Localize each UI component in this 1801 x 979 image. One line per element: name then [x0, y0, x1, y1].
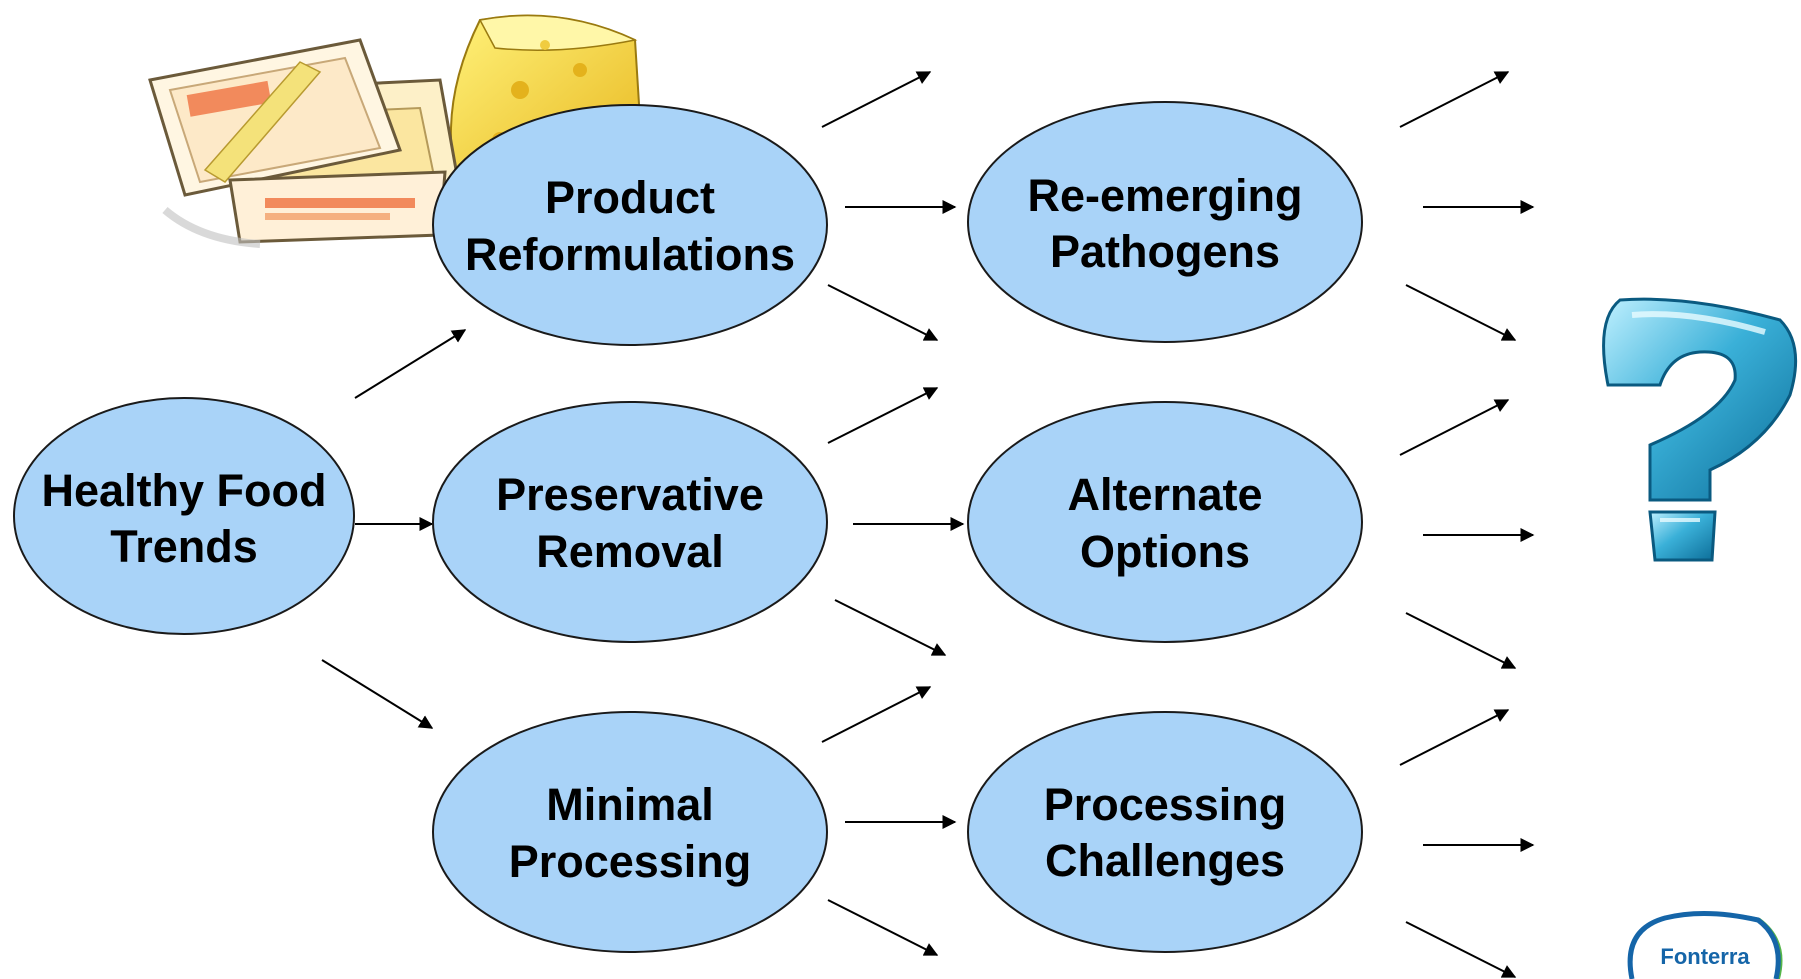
node-label-line2: Processing: [509, 836, 752, 887]
node-label-line1: Preservative: [496, 469, 764, 520]
arrow-trends-to-reformulations: [354, 329, 467, 399]
node-label-line1: Healthy Food: [41, 465, 326, 516]
question-mark-icon: [1602, 297, 1798, 562]
node-label-line1: Minimal: [546, 779, 714, 830]
node-alternate-options: Alternate Options: [967, 401, 1363, 643]
arrow-trends-to-minimal: [321, 659, 434, 729]
arrows-right-column: [1399, 71, 1535, 978]
node-label-line1: Product: [545, 172, 715, 223]
arrows-from-trends: [321, 329, 467, 729]
node-label-line2: Challenges: [1045, 835, 1285, 886]
node-minimal-processing: Minimal Processing: [432, 711, 828, 953]
node-processing-challenges: Processing Challenges: [967, 711, 1363, 953]
node-label-line2: Removal: [536, 526, 724, 577]
arrows-middle-column: [821, 71, 965, 956]
node-preservative-removal: Preservative Removal: [432, 401, 828, 643]
node-re-emerging-pathogens: Re-emerging Pathogens: [967, 101, 1363, 343]
fonterra-logo: Fonterra: [1627, 911, 1783, 979]
node-label-line2: Pathogens: [1050, 226, 1280, 277]
node-label-line1: Alternate: [1067, 469, 1262, 520]
node-label-line2: Trends: [110, 521, 258, 572]
node-healthy-food-trends: Healthy Food Trends: [13, 397, 355, 635]
node-product-reformulations: Product Reformulations: [432, 104, 828, 346]
food-clipart-icon: [148, 14, 642, 248]
node-label-line1: Processing: [1044, 779, 1287, 830]
node-label-line2: Options: [1080, 526, 1250, 577]
logo-text: Fonterra: [1660, 944, 1750, 969]
node-label-line1: Re-emerging: [1027, 170, 1302, 221]
node-label-line2: Reformulations: [465, 229, 795, 280]
